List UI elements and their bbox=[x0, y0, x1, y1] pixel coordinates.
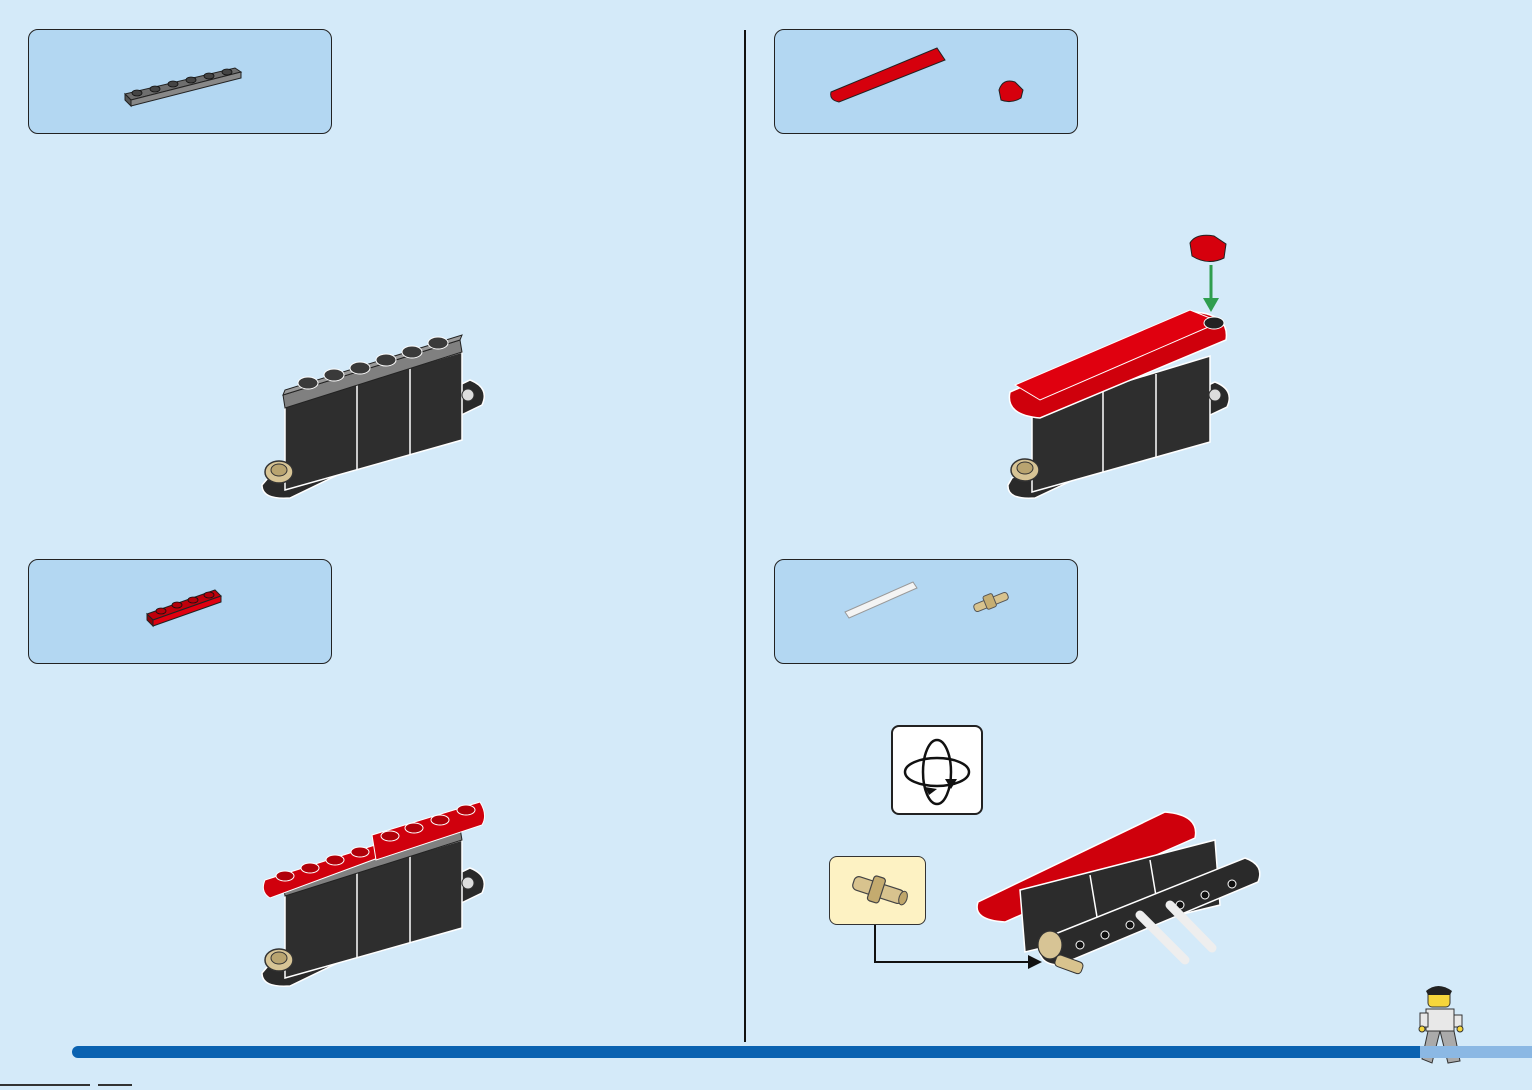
bottom-progress-bar bbox=[72, 1046, 1432, 1058]
bottom-progress-bar-tail bbox=[1420, 1046, 1532, 1058]
